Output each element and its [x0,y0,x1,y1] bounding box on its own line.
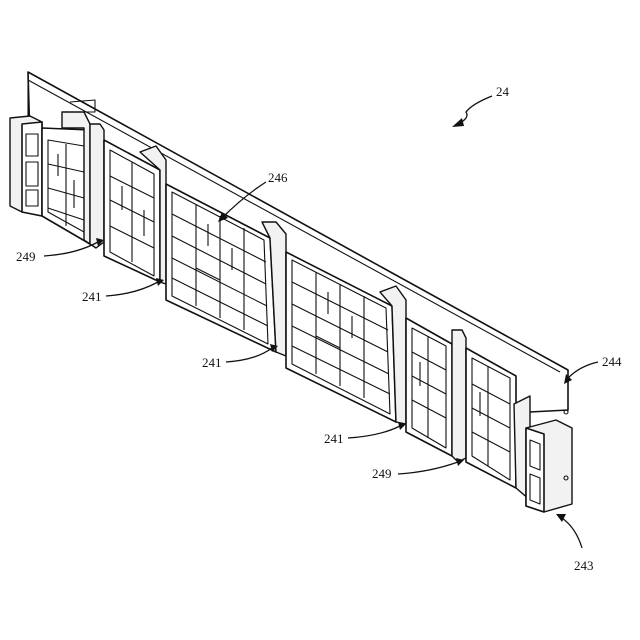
ref-label-249-right: 249 [372,466,392,481]
ref-label-249-left: 249 [16,249,36,264]
ref-label-241-3: 241 [324,431,344,446]
ref-label-244: 244 [602,354,622,369]
left-end-bracket [10,116,42,216]
shelf-unit-241-1 [104,140,166,284]
left-shelf-module [42,112,90,244]
ref-label-241-1: 241 [82,289,102,304]
ref-label-241-2: 241 [202,355,222,370]
ref-label-243: 243 [574,558,594,573]
left-post [90,124,104,248]
ref-label-246: 246 [268,170,288,185]
ref-label-24: 24 [496,84,510,99]
right-end-bracket [526,410,572,512]
shelf-unit-241-4 [406,318,466,462]
